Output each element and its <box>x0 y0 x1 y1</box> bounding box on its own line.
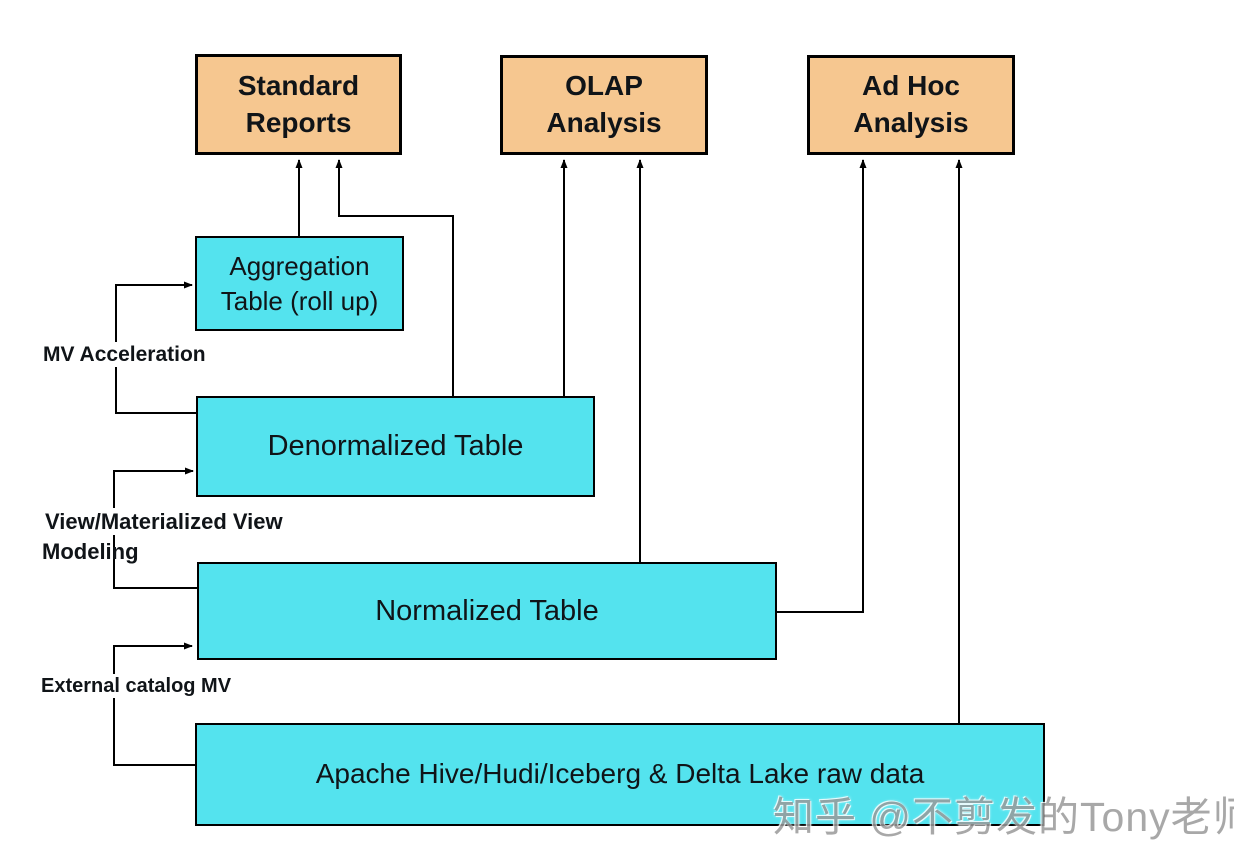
node-label-line2: Table (roll up) <box>220 285 379 316</box>
node-normalized-table: Normalized Table <box>197 562 777 660</box>
edge-label-text-line1: View/Materialized View <box>42 508 286 535</box>
edge-label-text: External catalog MV <box>38 674 235 698</box>
node-aggregation-table: Aggregation Table (roll up) <box>195 236 404 331</box>
edge-label-view-modeling: View/Materialized View Modeling <box>42 507 286 567</box>
edge-label-mv-acceleration: MV Acceleration <box>40 342 209 367</box>
edge-denormalized-to-standard-reports <box>335 159 454 396</box>
node-ad-hoc-analysis: Ad Hoc Analysis <box>807 55 1015 155</box>
edge-label-external-catalog-mv: External catalog MV <box>38 674 235 698</box>
node-label: Denormalized Table <box>267 430 524 463</box>
node-label-line2: Reports <box>245 106 352 138</box>
node-standard-reports: Standard Reports <box>195 54 402 155</box>
node-olap-analysis: OLAP Analysis <box>500 55 708 155</box>
node-label-line1: OLAP <box>565 70 643 102</box>
node-label-line1: Ad Hoc <box>862 70 960 102</box>
watermark-text: 知乎 @不剪发的Tony老师 <box>773 794 1234 840</box>
node-denormalized-table: Denormalized Table <box>196 396 595 497</box>
node-label-line1: Standard <box>237 69 360 101</box>
edge-label-text: MV Acceleration <box>40 342 209 367</box>
node-label: Normalized Table <box>375 594 599 627</box>
node-raw-data: Apache Hive/Hudi/Iceberg & Delta Lake ra… <box>195 723 1045 826</box>
edge-external-catalog-mv <box>113 642 195 766</box>
node-label-line2: Analysis <box>853 107 969 138</box>
edge-normalized-to-adhoc <box>777 159 867 613</box>
node-label-line2: Analysis <box>546 107 662 138</box>
edge-label-text-line2: Modeling <box>42 539 139 564</box>
node-label-line1: Aggregation <box>229 251 370 282</box>
node-label: Apache Hive/Hudi/Iceberg & Delta Lake ra… <box>315 758 925 790</box>
